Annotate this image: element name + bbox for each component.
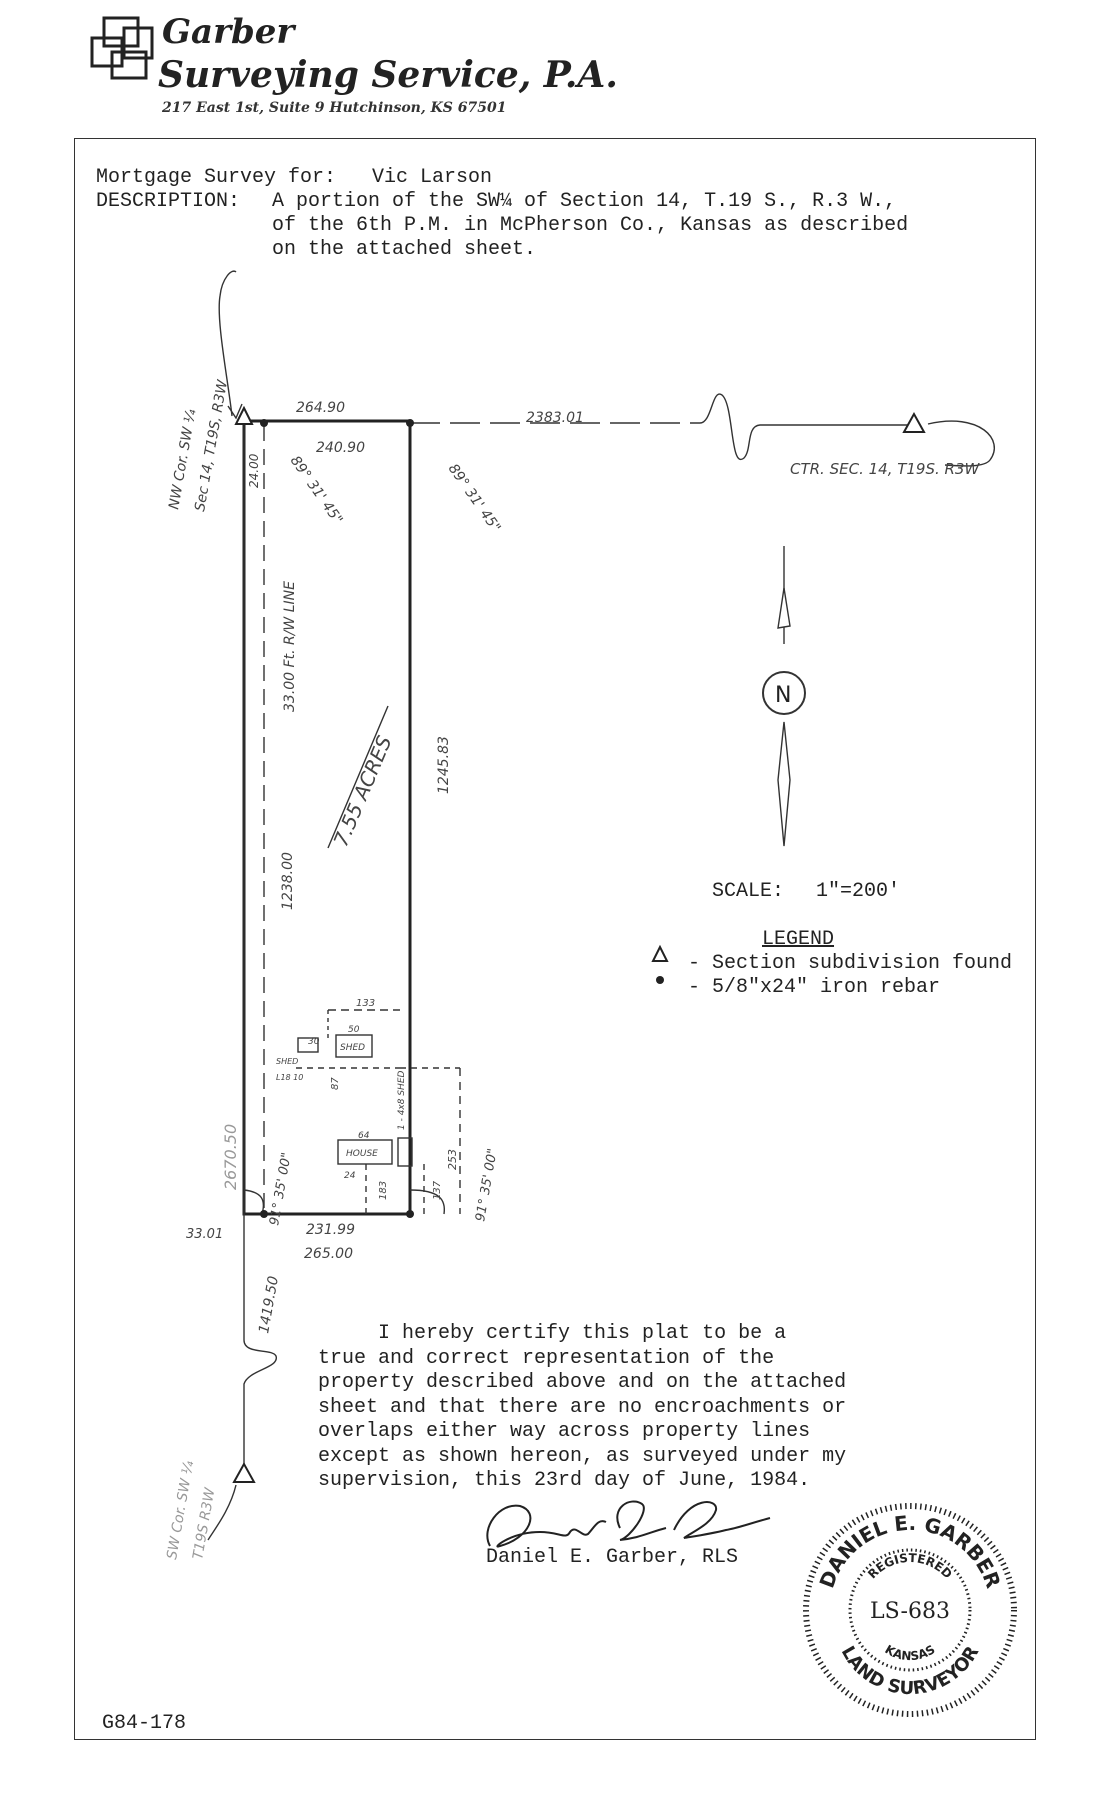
certification-line: overlaps either way across property line… <box>318 1420 811 1443</box>
parcel-boundary <box>242 419 412 1216</box>
dim-east-side: 1245.83 <box>436 736 452 794</box>
certification-text: I hereby certify this plat to be a true … <box>318 1322 898 1494</box>
drawing-number: G84-178 <box>102 1712 187 1735</box>
dim-top-outer: 264.90 <box>296 400 345 416</box>
rebar-dot-icon <box>406 1210 414 1218</box>
center-section-note: CTR. SEC. 14, T19S. R3W <box>790 460 980 478</box>
seal-inner-top: REGISTERED <box>865 1551 955 1581</box>
house-label: HOUSE <box>346 1149 378 1159</box>
svg-text:REGISTERED: REGISTERED <box>865 1551 955 1581</box>
plat-frame <box>74 138 1036 1740</box>
legend-item-rebar: - 5/8"x24" iron rebar <box>688 976 941 999</box>
firm-logo-icon <box>90 16 154 80</box>
north-arrow-label: N <box>775 683 791 708</box>
firm-name: Garber <box>162 12 295 52</box>
certification-line: true and correct representation of the <box>318 1346 775 1370</box>
house-depth: 64 <box>358 1131 370 1141</box>
dim-137: 137 <box>432 1180 443 1200</box>
scale-value: 1"=200' <box>816 880 901 903</box>
nw-corner-triangle-icon <box>234 405 254 425</box>
shed-small-label: SHED <box>276 1057 298 1066</box>
svg-text:KANSAS: KANSAS <box>883 1642 938 1663</box>
description-label: DESCRIPTION: <box>96 190 241 213</box>
dim-west-inner: 1238.00 <box>280 852 296 910</box>
certification-line: supervision, this 23rd day of June, 1984… <box>318 1469 811 1492</box>
rebar-dot-icon <box>260 419 268 427</box>
row-line-label: 33.00 Ft. R/W LINE <box>282 581 298 712</box>
surveyor-seal: DANIEL E. GARBER LAND SURVEYOR REGISTERE… <box>803 1503 1017 1717</box>
certification-line: property described above and on the atta… <box>318 1371 847 1394</box>
firm-address: 217 East 1st, Suite 9 Hutchinson, KS 675… <box>162 100 507 116</box>
center-section-triangle-icon <box>902 411 926 433</box>
seal-number: LS-683 <box>870 1599 950 1624</box>
bearing-top-right: 89° 31' 45" <box>445 461 504 535</box>
legend-dot-icon <box>656 976 664 984</box>
dim-south-offset: 33.01 <box>186 1227 223 1242</box>
dim-to-center: 2383.01 <box>526 410 584 426</box>
signature-image <box>486 1500 771 1548</box>
dim-183: 183 <box>378 1181 389 1200</box>
client-name: Vic Larson <box>372 166 493 189</box>
rebar-dot-icon <box>406 419 414 427</box>
legend-item-section: - Section subdivision found <box>688 952 1013 975</box>
dim-west-outer: 2670.50 <box>221 1124 240 1190</box>
survey-for-label: Mortgage Survey for: <box>96 166 337 189</box>
description-line: A portion of the SW¼ of Section 14, T.19… <box>272 190 897 213</box>
rebar-dot-icon <box>260 1210 268 1218</box>
dim-87: 87 <box>330 1077 341 1090</box>
dim-253: 253 <box>446 1149 459 1170</box>
angle-southeast: 91° 35' 00" <box>473 1147 501 1222</box>
dim-house-offset: 133 <box>356 998 375 1009</box>
certification-line: sheet and that there are no encroachment… <box>318 1395 847 1419</box>
dim-north-offset: 24.00 <box>247 453 261 488</box>
sw-corner-note: T19S R3W <box>190 1486 218 1561</box>
signer-name: Daniel E. Garber, RLS <box>486 1546 739 1569</box>
certification-line: I hereby certify this plat to be a <box>318 1322 787 1345</box>
shed-size-label: L18 10 <box>276 1073 303 1082</box>
shed-4x8-label: 1 - 4x8 SHED <box>397 1070 407 1130</box>
bearing-top-left: 89° 31' 45" <box>287 453 346 527</box>
dim-bottom-outer: 265.00 <box>304 1246 353 1262</box>
legend-title: LEGEND <box>762 928 835 951</box>
dim-south-extension: 1419.50 <box>256 1275 282 1335</box>
house-width: 24 <box>344 1171 356 1181</box>
seal-inner-bottom: KANSAS <box>883 1642 938 1663</box>
certification-line: except as shown hereon, as surveyed unde… <box>318 1444 847 1468</box>
dim-shed-2: 50 <box>348 1025 360 1035</box>
firm-name-subtitle: Surveying Service, P.A. <box>158 54 618 96</box>
sw-corner-triangle-icon <box>232 1461 256 1483</box>
scale-label: SCALE: <box>712 880 785 903</box>
nw-corner-note: Sec 14, T19S, R3W <box>192 378 231 513</box>
description-line: of the 6th P.M. in McPherson Co., Kansas… <box>272 214 909 237</box>
description-line: on the attached sheet. <box>272 238 537 261</box>
dim-bottom-inner: 231.99 <box>306 1222 355 1238</box>
acreage-label: 7.55 ACRES <box>329 732 397 850</box>
dim-top-inner: 240.90 <box>316 440 365 456</box>
legend-triangle-icon <box>651 944 669 962</box>
shed-label: SHED <box>340 1043 365 1053</box>
dim-shed: 30 <box>308 1037 320 1047</box>
